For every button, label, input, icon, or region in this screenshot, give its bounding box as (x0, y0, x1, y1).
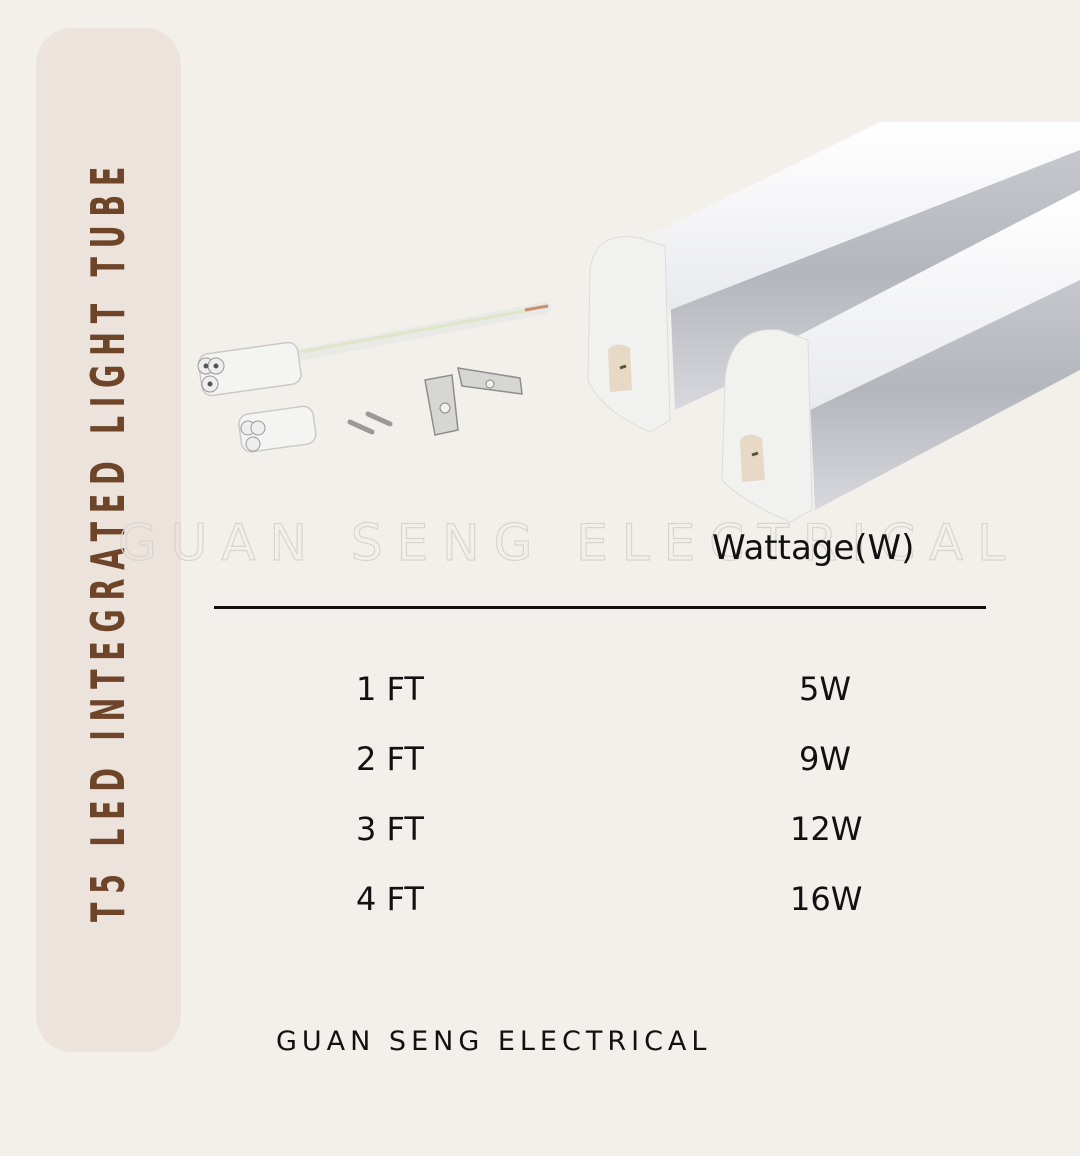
length-cell: 2 FT (356, 740, 424, 778)
wattage-cell: 12W (790, 810, 863, 848)
wattage-header: Wattage(W) (712, 528, 915, 568)
brand-footer: GUAN SENG ELECTRICAL (276, 1026, 712, 1057)
table-divider (214, 606, 986, 609)
accessories-image (197, 302, 551, 453)
tubes-image (587, 122, 1080, 523)
side-panel (36, 28, 181, 1052)
wattage-cell: 5W (799, 670, 851, 708)
product-title: T5 LED INTEGRATED LIGHT TUBE (81, 0, 135, 1156)
wattage-cell: 9W (799, 740, 851, 778)
length-cell: 3 FT (356, 810, 424, 848)
watermark: GUAN SENG ELECTRICAL (117, 513, 1020, 572)
wattage-cell: 16W (790, 880, 863, 918)
length-cell: 1 FT (356, 670, 424, 708)
length-cell: 4 FT (356, 880, 424, 918)
